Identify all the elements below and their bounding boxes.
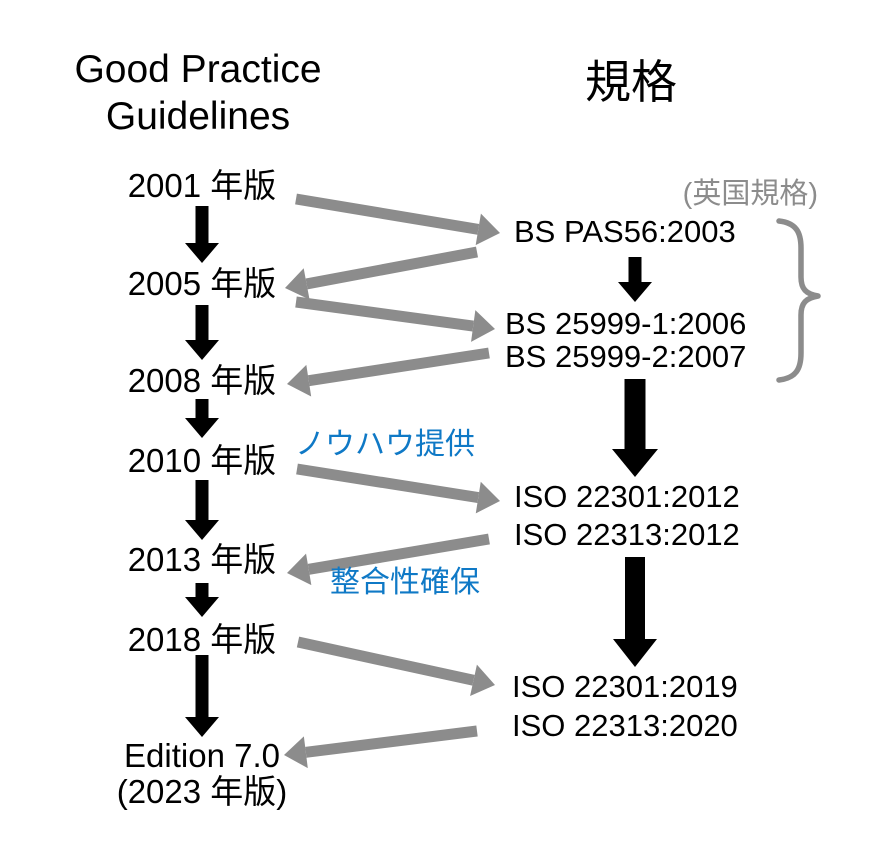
uk-standards-brace <box>776 218 821 383</box>
right-column-title: 規格 <box>585 56 677 108</box>
gpg-edition-7-note: (2023 年版) <box>116 773 288 810</box>
std-bs-pas56-2003: BS PAS56:2003 <box>514 214 736 249</box>
gpg-version-2013: 2013 年版 <box>127 541 277 578</box>
arrow-2008-to-2010 <box>185 399 219 438</box>
annotation-consistency: 整合性確保 <box>330 566 480 599</box>
left-column-title: Good Practice Guidelines <box>38 46 358 140</box>
gpg-version-2005: 2005 年版 <box>127 265 277 302</box>
arrow-25999-to-iso2012 <box>612 379 658 477</box>
arrow-2018-to-edition7 <box>185 655 219 737</box>
gpg-version-2010: 2010 年版 <box>127 442 277 479</box>
gpg-version-2008: 2008 年版 <box>127 362 277 399</box>
std-iso-22301-2019: ISO 22301:2019 <box>512 669 738 704</box>
std-iso-22313-2012: ISO 22313:2012 <box>514 517 740 552</box>
annotation-knowhow-transfer: ノウハウ提供 <box>295 428 475 461</box>
arrow-2001-to-pas56 <box>295 193 500 246</box>
arrow-2013-to-2018 <box>185 583 219 617</box>
gpg-edition-7-label: Edition 7.0 <box>124 737 280 774</box>
arrow-pas56-to-25999 <box>618 257 652 302</box>
left-column-title-line2: Guidelines <box>105 95 291 138</box>
left-column-title-line1: Good Practice <box>74 48 322 91</box>
uk-standard-note: (英国規格) <box>682 178 818 210</box>
gpg-version-2001: 2001 年版 <box>127 167 277 204</box>
arrow-2005-to-25999-1 <box>295 296 495 342</box>
std-bs-25999-2-2007: BS 25999-2:2007 <box>505 339 747 374</box>
gpg-version-2018: 2018 年版 <box>127 621 277 658</box>
arrow-iso2012-to-iso2019 <box>613 557 657 667</box>
arrow-2010-to-2013 <box>185 480 219 540</box>
std-bs-25999-1-2006: BS 25999-1:2006 <box>505 306 747 341</box>
std-iso-22313-2020: ISO 22313:2020 <box>512 708 738 743</box>
arrow-2005-to-2008 <box>185 305 219 360</box>
std-iso-22301-2012: ISO 22301:2012 <box>514 479 740 514</box>
arrow-2001-to-2005 <box>185 206 219 263</box>
